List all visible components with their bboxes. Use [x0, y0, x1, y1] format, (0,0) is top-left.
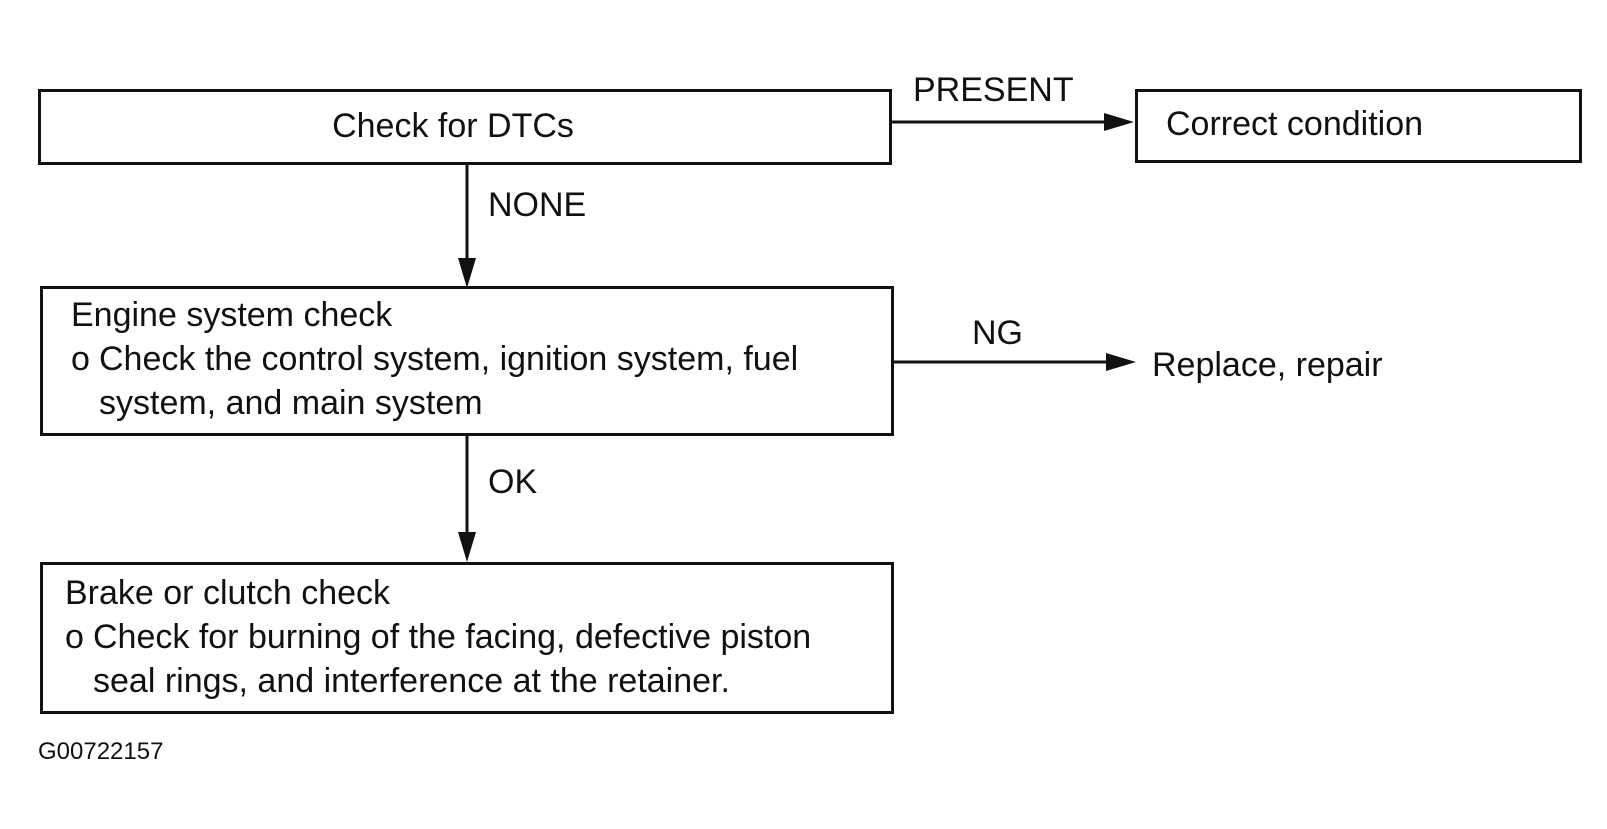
- edge-ok-arrowhead: [458, 532, 476, 562]
- node-engine-system-check-detail: Check the control system, ignition syste…: [99, 340, 799, 422]
- node-replace-repair: Replace, repair: [1152, 346, 1383, 384]
- node-engine-system-check-item: o Check the control system, ignition sys…: [71, 337, 871, 425]
- node-correct-condition-title: Correct condition: [1166, 105, 1424, 143]
- edge-ng-arrowhead: [1106, 353, 1136, 371]
- edge-label-ng: NG: [972, 314, 1023, 352]
- edge-present-arrowhead: [1104, 113, 1134, 131]
- node-engine-system-check: Engine system check o Check the control …: [40, 286, 894, 436]
- edge-label-ok: OK: [488, 463, 538, 501]
- bullet-marker: o: [65, 618, 84, 656]
- node-brake-clutch-check-detail: Check for burning of the facing, defecti…: [93, 618, 812, 700]
- node-brake-clutch-check-title: Brake or clutch check: [65, 574, 391, 612]
- figure-id: G00722157: [38, 738, 164, 765]
- node-check-dtcs-title: Check for DTCs: [332, 107, 574, 145]
- edge-label-none: NONE: [488, 186, 587, 224]
- edge-label-present: PRESENT: [913, 71, 1074, 109]
- node-engine-system-check-title: Engine system check: [71, 296, 393, 334]
- edge-none-arrowhead: [458, 258, 476, 288]
- node-check-dtcs: Check for DTCs: [38, 89, 892, 165]
- node-brake-clutch-check: Brake or clutch check o Check for burnin…: [40, 562, 894, 714]
- node-correct-condition: Correct condition: [1135, 89, 1582, 163]
- bullet-marker: o: [71, 340, 90, 378]
- node-brake-clutch-check-item: o Check for burning of the facing, defec…: [65, 615, 871, 703]
